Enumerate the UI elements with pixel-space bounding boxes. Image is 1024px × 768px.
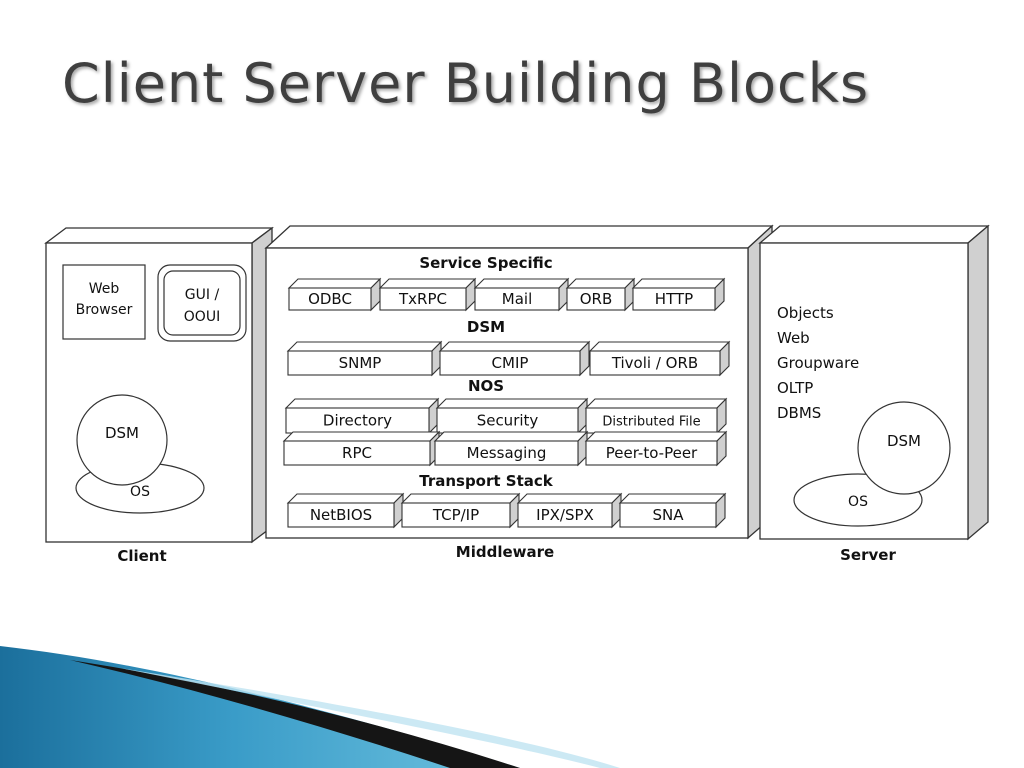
nos-row-1: Directory Security Distributed File — [284, 397, 728, 435]
middleware-block: HTTP — [631, 277, 726, 312]
middleware-block: IPX/SPX — [516, 492, 623, 529]
service-specific-heading: Service Specific — [419, 254, 552, 272]
client-os-label: OS — [130, 484, 150, 500]
middleware-block-label: CMIP — [492, 354, 529, 372]
middleware-block: Distributed File — [584, 397, 728, 435]
middleware-block: ODBC — [287, 277, 382, 312]
server-service-item: Groupware — [777, 354, 859, 372]
middleware-block: NetBIOS — [286, 492, 405, 529]
middleware-block: CMIP — [438, 340, 591, 377]
middleware-block-label: Directory — [323, 412, 392, 430]
server-service-item: OLTP — [777, 379, 813, 397]
middleware-block-label: TCP/IP — [432, 506, 479, 524]
middleware-block-label: HTTP — [655, 290, 693, 308]
middleware-block: Messaging — [433, 430, 589, 467]
client-caption: Client — [117, 547, 166, 565]
gui-ooui-box: GUI / OOUI — [157, 264, 247, 342]
server-box — [758, 224, 990, 541]
middleware-block-label: ODBC — [308, 290, 352, 308]
middleware-block: Security — [435, 397, 589, 435]
middleware-block: TxRPC — [378, 277, 477, 312]
middleware-block: Mail — [473, 277, 570, 312]
middleware-block-label: Mail — [502, 290, 532, 308]
server-service-item: Objects — [777, 304, 834, 322]
middleware-block-label: SNMP — [339, 354, 382, 372]
nos-heading: NOS — [468, 377, 504, 395]
middleware-block: SNMP — [286, 340, 443, 377]
server-caption: Server — [840, 546, 896, 564]
middleware-block: Tivoli / ORB — [588, 340, 731, 377]
middleware-block: Directory — [284, 397, 440, 435]
gui-line-2: OOUI — [184, 309, 220, 325]
server-os-dsm: DSM OS — [793, 401, 951, 527]
dsm-row: SNMP CMIP Tivoli / ORB — [286, 340, 731, 377]
middleware-block-label: RPC — [342, 444, 372, 462]
client-os-dsm: DSM OS — [75, 394, 205, 514]
middleware-block: TCP/IP — [400, 492, 521, 529]
server-os-label: OS — [848, 494, 868, 510]
server-service-item: DBMS — [777, 404, 821, 422]
server-service-item: Web — [777, 329, 810, 347]
web-browser-line-1: Web — [89, 281, 120, 297]
middleware-block-label: IPX/SPX — [536, 506, 594, 524]
middleware-caption: Middleware — [456, 543, 554, 561]
middleware-block: Peer-to-Peer — [584, 430, 728, 467]
transport-stack-heading: Transport Stack — [419, 472, 554, 490]
middleware-block-label: Security — [477, 412, 539, 430]
middleware-block-label: SNA — [652, 506, 684, 524]
client-dsm-label: DSM — [105, 424, 139, 442]
middleware-block-label: Tivoli / ORB — [611, 354, 698, 372]
web-browser-line-2: Browser — [76, 302, 133, 318]
web-browser-box: Web Browser — [62, 264, 146, 340]
middleware-block-label: TxRPC — [398, 290, 447, 308]
server-dsm-label: DSM — [887, 432, 921, 450]
slide-title: Client Server Building Blocks — [62, 52, 870, 115]
transport-stack-row: NetBIOS TCP/IP IPX/SPX SNA — [286, 492, 727, 529]
middleware-block-label: Distributed File — [602, 415, 700, 430]
service-specific-row: ODBC TxRPC Mail ORB HTTP — [287, 277, 726, 312]
dsm-heading: DSM — [467, 318, 505, 336]
middleware-block-label: Peer-to-Peer — [606, 444, 698, 462]
middleware-block-label: NetBIOS — [310, 506, 372, 524]
middleware-block-label: Messaging — [467, 444, 547, 462]
gui-line-1: GUI / — [185, 287, 220, 303]
nos-row-2: RPC Messaging Peer-to-Peer — [282, 430, 728, 467]
server-services-list: Objects Web Groupware OLTP DBMS — [777, 304, 859, 422]
middleware-block: ORB — [565, 277, 636, 312]
middleware-block-label: ORB — [580, 290, 613, 308]
middleware-block: SNA — [618, 492, 727, 529]
